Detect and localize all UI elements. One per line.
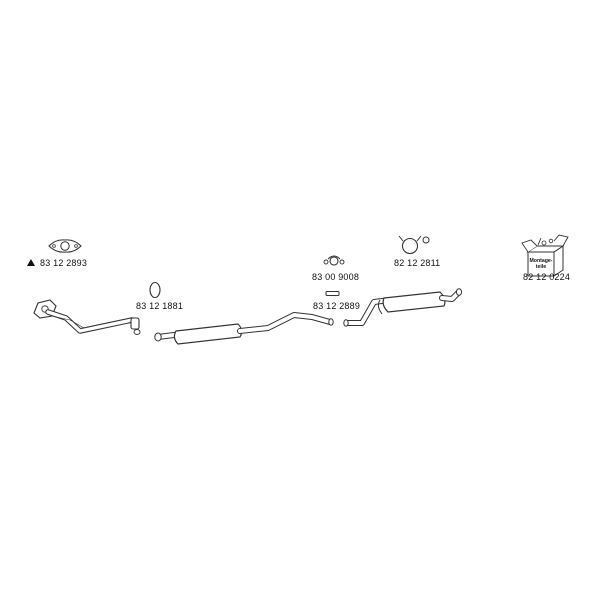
part-number-front-gasket: 83 12 2893 — [40, 258, 88, 268]
front-pipe-part[interactable] — [33, 299, 141, 335]
part-number-clamp: 83 00 9008 — [312, 272, 360, 282]
mounting-kit-box[interactable]: Montage- teile — [521, 234, 569, 277]
middle-silencer-part[interactable] — [154, 312, 334, 345]
clamp-part[interactable] — [323, 255, 345, 266]
front-gasket-part[interactable] — [48, 239, 82, 253]
rear-mount-part[interactable] — [398, 235, 430, 255]
part-number-rubber-mount: 83 12 2889 — [313, 301, 361, 311]
front-ring-part[interactable] — [149, 281, 161, 299]
kit-box-label-line1: Montage- — [529, 258, 552, 264]
part-number-mounting-kit: 82 12 0224 — [523, 272, 571, 282]
warning-triangle-icon — [27, 259, 35, 266]
part-number-rear-mount: 82 12 2811 — [394, 258, 441, 268]
part-number-front-ring: 83 12 1881 — [136, 301, 184, 311]
kit-box-label-line2: teile — [536, 264, 546, 270]
rear-silencer-part[interactable] — [343, 288, 463, 327]
rubber-mount-part[interactable] — [325, 291, 340, 296]
